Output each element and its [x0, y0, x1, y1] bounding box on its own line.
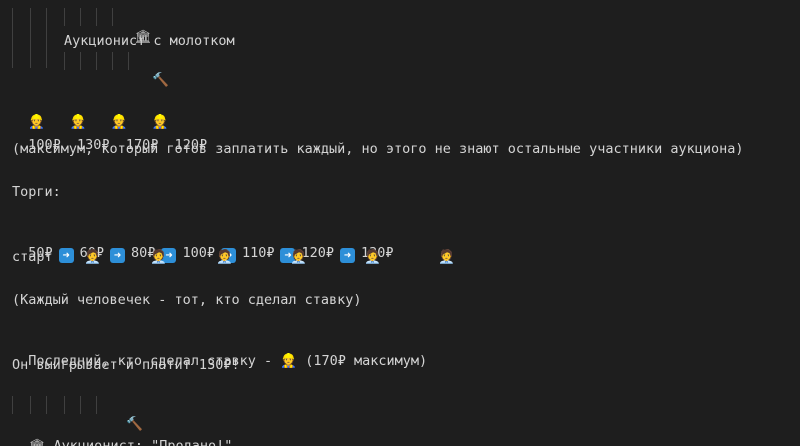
- header-bank-row: 🏛: [118, 10, 151, 46]
- bid-amount: 120₽: [301, 245, 334, 261]
- bidding-note: (Каждый человечек - тот, кто сделал став…: [12, 292, 362, 308]
- arrow-right-icon: ➜: [110, 248, 126, 263]
- hammer-icon: 🔨: [126, 416, 144, 432]
- bidder-icon: 🧑‍💼: [438, 249, 455, 265]
- bid-amount: 80₽: [131, 245, 156, 261]
- participant-icon: 👷: [28, 114, 46, 130]
- bidder-icon: 🧑‍💼: [150, 249, 167, 265]
- outcome-text: Он выигрывает и платит 130₽!: [12, 357, 240, 373]
- bid-amount: 130₽: [360, 245, 394, 261]
- bidder-icon: 🧑‍💼: [364, 249, 381, 265]
- bidder-icon: 🧑‍💼: [84, 249, 101, 265]
- start-label: старт: [12, 249, 53, 265]
- participant-icon: 👷: [151, 114, 169, 130]
- bank-icon: 🏛: [134, 29, 152, 45]
- arrow-right-icon: ➜: [280, 248, 296, 263]
- last-bid-row: Последний, кто сделал ставку - 👷 (170₽ м…: [12, 334, 427, 370]
- bank-icon: 🏛: [28, 438, 46, 446]
- bids-row: 50₽ ➜ 60₽ ➜ 80₽ ➜ 100₽ ➜ 110₽ ➜ 120₽ ➜ 130₽: [12, 226, 394, 263]
- footer-hammer-row: 🔨: [110, 397, 143, 433]
- max-price: 130₽: [77, 137, 110, 153]
- bidder-icon: 🧑‍💼: [290, 249, 307, 265]
- max-prices-row: 100₽ 130₽ 170₽ 120₽: [12, 118, 207, 154]
- hammer-icon: 🔨: [152, 72, 170, 88]
- bid-amount: 110₽: [241, 245, 275, 261]
- arrow-right-icon: ➜: [339, 248, 355, 263]
- winner-max: (170₽ максимум): [305, 353, 428, 369]
- bidder-icon: 🧑‍💼: [216, 249, 233, 265]
- bid-amount: 50₽: [28, 245, 53, 261]
- arrow-right-icon: ➜: [161, 248, 177, 263]
- bid-amount: 100₽: [182, 245, 215, 261]
- participants-note: (максимум, который готов заплатить кажды…: [12, 141, 744, 157]
- arrow-right-icon: ➜: [220, 248, 236, 263]
- participant-icon: 👷: [69, 114, 87, 130]
- header-hammer-row: 🔨: [136, 53, 169, 89]
- bid-amount: 60₽: [79, 245, 105, 261]
- max-price: 100₽: [28, 137, 61, 153]
- footer-sold-row: 🏛 Аукционист: "Продано!": [12, 419, 232, 446]
- last-bid-text: Последний, кто сделал ставку -: [28, 353, 281, 369]
- sold-text: Аукционист: "Продано!": [53, 438, 233, 446]
- winner-icon: 👷: [280, 353, 298, 369]
- max-price: 170₽: [125, 137, 159, 153]
- participant-icon: 👷: [110, 114, 128, 130]
- max-price: 120₽: [174, 137, 208, 153]
- auctioneer-label: Аукционист с молотком: [64, 33, 235, 49]
- arrow-right-icon: ➜: [58, 248, 74, 263]
- bidding-title: Торги:: [12, 184, 61, 200]
- participants-row: 👷 👷 👷 👷: [12, 95, 169, 131]
